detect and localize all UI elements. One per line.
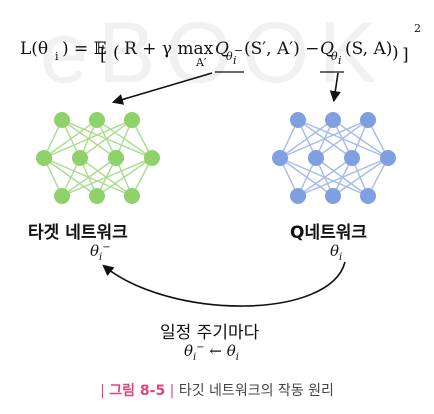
network-node	[72, 150, 88, 166]
network-node	[272, 150, 288, 166]
figure-caption: | 그림 8-5 | 타깃 네트워크의 작동 원리	[0, 380, 434, 400]
eq-q2-subsub: i	[338, 54, 342, 67]
network-node	[360, 188, 376, 204]
network-edge	[61, 157, 117, 197]
network-node	[108, 150, 124, 166]
network-edge	[315, 119, 369, 159]
network-edge	[61, 157, 153, 197]
network-node	[89, 112, 105, 128]
network-edge	[279, 119, 334, 159]
eq-q2: Q	[320, 39, 334, 59]
target-param-sup: −	[102, 242, 111, 253]
eq-q1-args: (S′, A′) −	[244, 39, 319, 59]
eq-q1: Q	[215, 39, 229, 59]
eq-paren-open: (	[113, 43, 120, 63]
update-rhs-sub: i	[235, 352, 239, 363]
update-lhs-sub: i	[193, 352, 197, 363]
caption-text: 타깃 네트워크의 작동 원리	[178, 383, 334, 399]
network-node	[360, 112, 376, 128]
eq-lhs: L(θ	[20, 39, 48, 59]
eq-lhs-close: ) = 𝔼	[62, 39, 107, 59]
target-network-graph	[36, 112, 160, 204]
arrow-periodic-update	[102, 261, 346, 307]
network-node	[380, 150, 396, 166]
network-node	[290, 112, 306, 128]
update-label: 일정 주기마다	[160, 323, 260, 343]
network-edge	[332, 157, 389, 197]
q-network-graph	[272, 112, 396, 204]
network-edge	[96, 157, 153, 197]
eq-max-sub: A′	[195, 56, 207, 69]
arrow-to-target-net	[111, 72, 213, 105]
q-network-label: Q네트워크	[290, 223, 368, 243]
eq-q1-sub: θ	[226, 50, 233, 63]
update-lhs-sup: −	[196, 342, 205, 353]
network-node	[308, 150, 324, 166]
network-node	[325, 188, 341, 204]
update-arrow: ←	[209, 342, 222, 360]
network-node	[54, 188, 70, 204]
network-node	[124, 112, 140, 128]
arrow-to-q-net	[329, 72, 341, 103]
network-edge	[43, 119, 98, 159]
eq-bracket-open: [	[100, 45, 107, 65]
network-node	[290, 188, 306, 204]
target-network-label: 타겟 네트워크	[28, 223, 128, 243]
eq-r-term: R + γ max	[124, 39, 214, 59]
eq-lhs-sub: i	[55, 50, 59, 63]
eq-paren-close: )	[392, 43, 399, 63]
caption-bar-left: |	[100, 383, 105, 399]
network-edge	[43, 119, 133, 159]
q-network-param: θi	[330, 242, 342, 263]
network-node	[89, 188, 105, 204]
target-param-symbol: θ	[90, 242, 100, 260]
eq-q2-args: (S, A)	[345, 39, 392, 59]
network-edge	[297, 157, 389, 197]
caption-figure-number: 그림 8-5	[109, 383, 166, 399]
eq-q1-subsub: i	[233, 54, 237, 67]
eq-power: 2	[414, 22, 420, 35]
watermark: eBOOK	[40, 5, 387, 101]
eq-q1-sup: −	[234, 44, 243, 57]
eq-bracket-close: ]	[402, 45, 409, 65]
update-rhs: θ	[226, 342, 236, 360]
network-edge	[279, 119, 369, 159]
target-param-sub: i	[99, 252, 103, 263]
update-lhs: θ	[184, 342, 194, 360]
network-node	[344, 150, 360, 166]
q-param-sub: i	[339, 252, 343, 263]
network-edge	[297, 157, 353, 197]
network-node	[36, 150, 52, 166]
eq-q2-sub: θ	[331, 50, 338, 63]
caption-bar-right: |	[169, 383, 175, 399]
network-node	[325, 112, 341, 128]
update-formula: θi− ← θi	[184, 342, 239, 363]
network-edge	[79, 119, 133, 159]
network-node	[144, 150, 160, 166]
loss-equation: L(θ i ) = 𝔼 [ ( R + γ max A′ Q θ i − (S′…	[20, 22, 420, 73]
q-param-symbol: θ	[330, 242, 340, 260]
network-node	[54, 112, 70, 128]
network-node	[124, 188, 140, 204]
target-network-param: θi−	[90, 242, 111, 263]
